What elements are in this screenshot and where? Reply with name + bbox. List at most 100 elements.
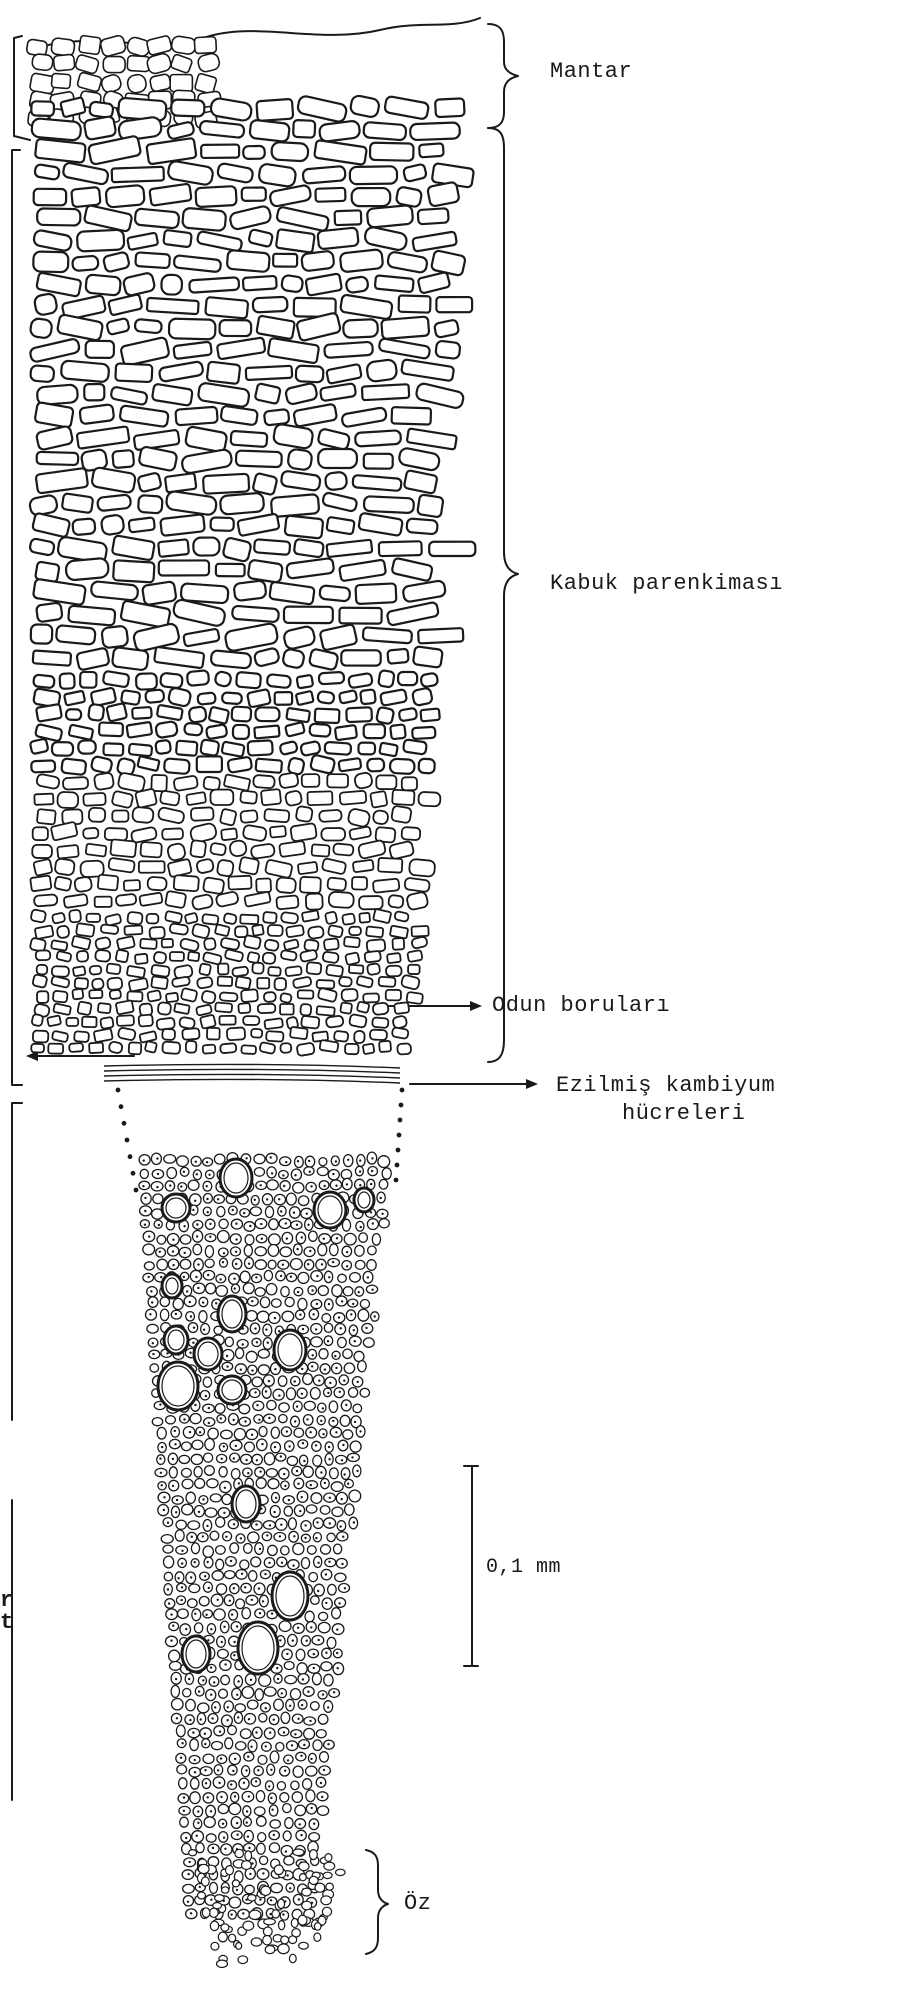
xylem-cell xyxy=(225,1337,233,1346)
xylem-cell-nucleus xyxy=(342,1444,344,1446)
parenchyma-cell xyxy=(316,1006,334,1016)
cork-cell xyxy=(197,52,221,73)
parenchyma-cell xyxy=(276,206,329,231)
xylem-cell xyxy=(182,1504,193,1515)
xylem-cell-nucleus xyxy=(321,1263,323,1265)
xylem-cell xyxy=(372,1234,380,1246)
xylem-cell-nucleus xyxy=(187,1901,189,1903)
xylem-cell-nucleus xyxy=(322,1407,324,1409)
xylem-cell xyxy=(268,1545,278,1555)
xylem-cell-nucleus xyxy=(282,1264,284,1266)
parenchyma-cell xyxy=(222,692,242,704)
xylem-cell-nucleus xyxy=(341,1498,343,1500)
xylem-cell xyxy=(228,1765,237,1775)
parenchyma-cell xyxy=(378,858,402,873)
xylem-cell-nucleus xyxy=(206,1161,208,1163)
xylem-cell-nucleus xyxy=(266,1198,268,1200)
parenchyma-cell xyxy=(83,793,106,806)
xylem-cell-nucleus xyxy=(219,1731,221,1733)
xylem-cell xyxy=(286,1388,295,1400)
parenchyma-cell xyxy=(176,741,197,756)
xylem-cell xyxy=(210,1494,221,1502)
xylem-cell xyxy=(257,1311,269,1322)
xylem-cell-nucleus xyxy=(248,1795,250,1797)
xylem-cell-nucleus xyxy=(288,1445,290,1447)
xylem-cell xyxy=(259,1427,267,1437)
xylem-cell xyxy=(295,1805,306,1816)
xylem-cell xyxy=(296,1649,305,1660)
xylem-cell xyxy=(171,1685,179,1697)
xylem-cell-nucleus xyxy=(309,1431,311,1433)
parenchyma-cell xyxy=(175,407,217,426)
xylem-cell-nucleus xyxy=(211,1717,213,1719)
xylem-cell xyxy=(192,1440,203,1449)
xylem-cell-nucleus xyxy=(320,1420,322,1422)
xylem-cell xyxy=(292,1792,302,1803)
parenchyma-cell xyxy=(110,386,147,405)
xylem-cell-nucleus xyxy=(283,1731,285,1733)
parenchyma-cell xyxy=(124,925,142,935)
guide-dot xyxy=(400,1088,405,1093)
xylem-cell-nucleus xyxy=(170,1613,172,1615)
xylem-cell-nucleus xyxy=(221,1458,223,1460)
xylem-cell-nucleus xyxy=(259,1612,261,1614)
pith-cell xyxy=(236,1943,242,1950)
xylem-cell-nucleus xyxy=(299,1510,301,1512)
parenchyma-cell xyxy=(118,98,167,121)
xylem-cell-nucleus xyxy=(316,1303,318,1305)
parenchyma-cell xyxy=(251,1029,262,1038)
xylem-cell xyxy=(219,1467,227,1477)
xylem-cell xyxy=(232,1688,241,1699)
xylem-cell-nucleus xyxy=(285,1850,287,1852)
xylem-cell-nucleus xyxy=(316,1521,318,1523)
parenchyma-cell xyxy=(220,937,239,950)
parenchyma-cell xyxy=(264,809,289,823)
parenchyma-cell xyxy=(57,792,78,809)
parenchyma-cell xyxy=(127,233,158,251)
parenchyma-cell xyxy=(390,759,415,774)
parenchyma-cell xyxy=(418,208,449,224)
parenchyma-cell xyxy=(115,950,128,963)
xylem-cell-nucleus xyxy=(236,1694,238,1696)
xylem-cell xyxy=(231,1469,240,1480)
parenchyma-cell xyxy=(66,709,81,720)
xylem-cell xyxy=(140,1169,148,1178)
xylem-cell xyxy=(266,1284,277,1295)
xylem-cell xyxy=(219,1689,228,1698)
parenchyma-cell xyxy=(264,1018,283,1029)
xylem-cell-nucleus xyxy=(320,1782,322,1784)
xylem-cell-nucleus xyxy=(323,1769,325,1771)
cork-cell xyxy=(99,35,126,58)
xylem-cell xyxy=(157,1259,168,1270)
parenchyma-cell xyxy=(387,953,401,963)
xylem-cell-nucleus xyxy=(230,1560,232,1562)
xylem-cell xyxy=(236,1348,244,1359)
parenchyma-cell xyxy=(232,966,249,976)
parenchyma-cell xyxy=(163,230,192,248)
parenchyma-cell xyxy=(165,911,182,923)
parenchyma-cell xyxy=(364,496,414,513)
parenchyma-cell xyxy=(286,708,310,722)
parenchyma-cell xyxy=(319,672,345,684)
parenchyma-cell xyxy=(266,1031,284,1042)
parenchyma-cell xyxy=(280,1043,291,1053)
parenchyma-cell xyxy=(312,844,330,856)
label-ezilmis-kambiyum-line1: Ezilmiş kambiyum xyxy=(556,1072,775,1100)
xylem-cell-nucleus xyxy=(293,1212,295,1214)
xylem-cell xyxy=(343,1287,353,1296)
pith-cell xyxy=(291,1919,298,1928)
xylem-cell-nucleus xyxy=(340,1327,342,1329)
xylem-cell xyxy=(279,1415,287,1423)
xylem-cell-nucleus xyxy=(265,1745,267,1747)
parenchyma-cell xyxy=(51,822,78,841)
xylem-cell-nucleus xyxy=(235,1263,237,1265)
xylem-cell-nucleus xyxy=(180,1757,182,1759)
xylem-cell-nucleus xyxy=(257,1769,259,1771)
parenchyma-cell xyxy=(354,1031,365,1043)
xylem-cell xyxy=(229,1897,241,1908)
xylem-cell-nucleus xyxy=(180,1185,182,1187)
xylem-cell-nucleus xyxy=(210,1666,212,1668)
xylem-cell-nucleus xyxy=(251,1599,253,1601)
xylem-cell-nucleus xyxy=(271,1172,273,1174)
parenchyma-cell xyxy=(52,742,73,756)
